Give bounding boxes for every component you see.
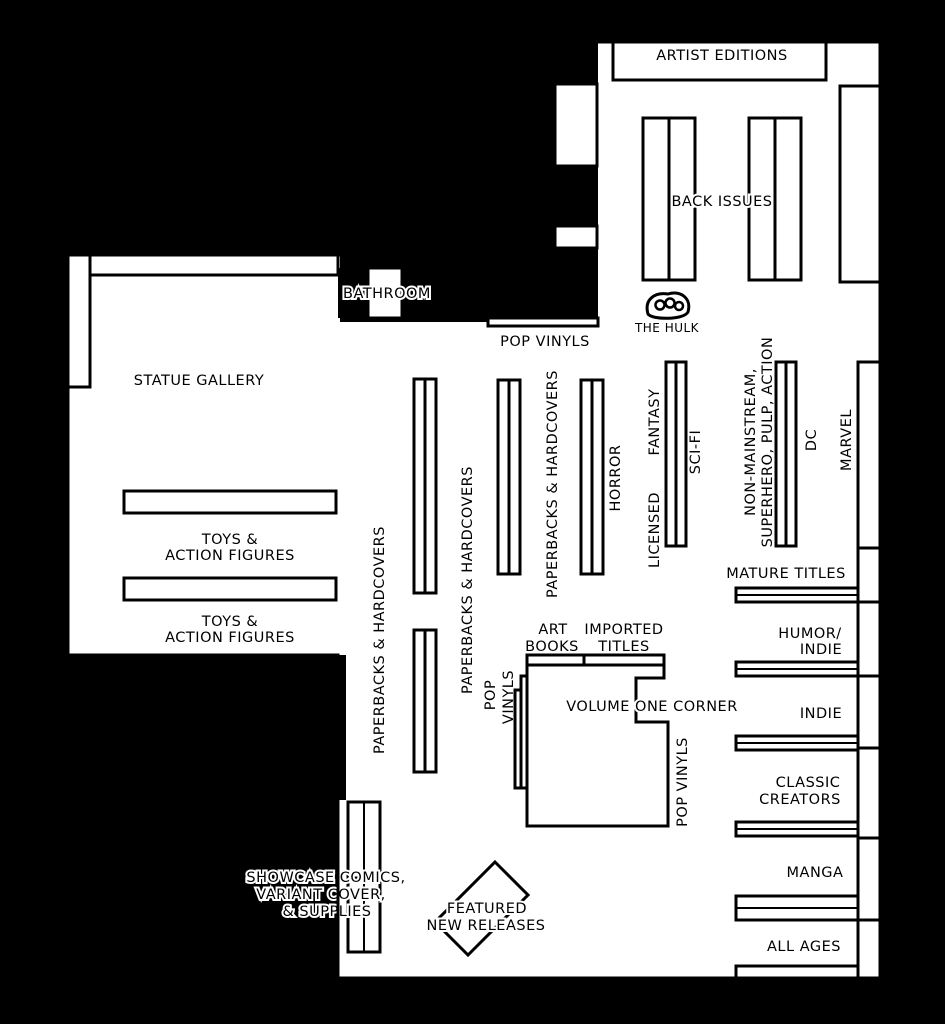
toys-2-line2: ACTION FIGURES	[165, 630, 295, 646]
wall-block-right	[402, 42, 598, 318]
toys-1-line1: TOYS &	[201, 532, 258, 548]
dc-shelf-b	[784, 360, 798, 548]
right-wall-racks	[734, 546, 882, 980]
paperbacks-shelf-1d	[423, 628, 438, 774]
imported-titles-line1: IMPORTED	[584, 622, 663, 638]
classic-creators-line2: CREATORS	[759, 792, 841, 808]
pop-vinyls-left-line2: VINYLS	[501, 670, 517, 724]
toys-shelf-1	[122, 489, 338, 515]
paperbacks-shelf-1c	[412, 628, 427, 774]
toys-2-line1: TOYS &	[201, 614, 258, 630]
wall-strip-left-lower	[338, 655, 346, 800]
fantasy-label: FANTASY	[647, 389, 663, 456]
hulk-statue-icon	[645, 291, 691, 320]
wall-piece-2	[553, 224, 599, 250]
dc-label: DC	[804, 429, 820, 451]
wall-strip-top-left	[66, 253, 340, 277]
pop-vinyls-left-line1: POP	[483, 680, 499, 710]
wall-strip-left	[66, 253, 92, 389]
toys-1-line2: ACTION FIGURES	[165, 548, 295, 564]
back-issues-wall-shelf	[838, 84, 882, 284]
non-mainstream-line2: SUPERHERO, PULP, ACTION	[760, 337, 776, 548]
marvel-wall-shelf	[856, 360, 882, 550]
store-outline	[66, 40, 882, 980]
paperbacks-shelf-1a	[412, 377, 427, 595]
bathroom-room	[366, 266, 404, 320]
paperbacks-label-3: PAPERBACKS & HARDCOVERS	[545, 370, 561, 598]
indie-label: INDIE	[800, 706, 842, 722]
featured-releases-table	[432, 859, 531, 958]
licensed-label: LICENSED	[647, 492, 663, 568]
toys-shelf-2	[122, 576, 338, 602]
genre-shelf-b	[674, 360, 688, 548]
pop-vinyls-left-shelf-b	[519, 674, 529, 790]
sci-fi-label: SCI-FI	[688, 430, 704, 474]
showcase-line2: VARIANT COVER,	[256, 887, 386, 903]
paperbacks-shelf-3b	[590, 378, 605, 576]
classic-creators-line1: CLASSIC	[776, 775, 841, 791]
mature-titles-label: MATURE TITLES	[726, 566, 846, 582]
back-issues-bin-3	[747, 116, 777, 282]
back-issues-bin-4	[773, 116, 803, 282]
horror-label: HORROR	[608, 445, 624, 512]
paperbacks-label-2: PAPERBACKS & HARDCOVERS	[460, 466, 476, 694]
bathroom-label: BATHROOM	[343, 286, 431, 302]
marvel-label: MARVEL	[839, 409, 855, 471]
art-books-line2: BOOKS	[525, 639, 579, 655]
back-issues-label: BACK ISSUES	[671, 194, 772, 210]
featured-line1: FEATURED	[447, 901, 527, 917]
all-ages-label: ALL AGES	[767, 939, 841, 955]
paperbacks-shelf-1b	[423, 377, 438, 595]
showcase-line1: SHOWCASE COMICS,	[246, 870, 405, 886]
non-mainstream-line1: NON-MAINSTREAM,	[743, 368, 759, 516]
paperbacks-label-1: PAPERBACKS & HARDCOVERS	[372, 526, 388, 754]
paperbacks-shelf-2a	[496, 378, 511, 576]
showcase-line3: & SUPPLIES	[283, 904, 372, 920]
back-issues-bin-2	[667, 116, 697, 282]
artist-editions-label: ARTIST EDITIONS	[656, 48, 787, 64]
wall-piece-1	[553, 82, 599, 168]
pop-vinyls-right-label: POP VINYLS	[675, 737, 691, 827]
back-issues-bin-1	[641, 116, 671, 282]
humor-indie-line2: INDIE	[800, 642, 842, 658]
humor-indie-line1: HUMOR/	[778, 626, 841, 642]
featured-line2: NEW RELEASES	[427, 918, 546, 934]
the-hulk-label: THE HULK	[634, 321, 700, 335]
statue-gallery-label: STATUE GALLERY	[134, 373, 264, 389]
pop-vinyls-top-shelf	[486, 316, 600, 328]
art-books-line1: ART	[538, 622, 567, 638]
wall-block	[338, 268, 368, 318]
pop-vinyls-top-label: POP VINYLS	[500, 334, 590, 350]
imported-titles-line2: TITLES	[597, 639, 649, 655]
volume-one-corner-label: VOLUME ONE CORNER	[566, 699, 738, 715]
paperbacks-shelf-2b	[507, 378, 522, 576]
manga-label: MANGA	[787, 865, 844, 881]
paperbacks-shelf-3a	[579, 378, 594, 576]
volume-one-corner-counter	[525, 663, 670, 828]
